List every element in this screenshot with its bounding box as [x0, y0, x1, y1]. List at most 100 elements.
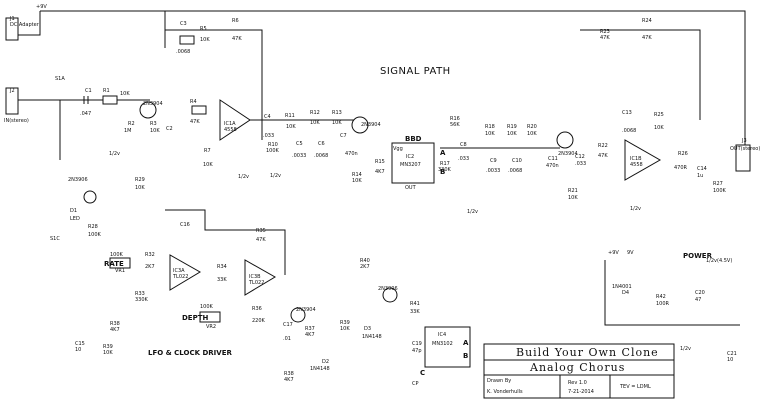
c14-value: 1u	[697, 173, 703, 179]
r37-label: R37	[305, 326, 315, 332]
r16-value: 56K	[450, 122, 460, 128]
lfo-section: RATE 100K VR1 R32 2K7 IC3A TL022 C16 R33…	[75, 209, 286, 356]
r25-label: R25	[654, 112, 664, 118]
lfo-clock-title: LFO & CLOCK DRIVER	[148, 349, 232, 357]
r6-label: R6	[232, 18, 239, 24]
r42-label: R42	[656, 294, 666, 300]
r34-label: R34	[217, 264, 227, 270]
c9-label: C9	[490, 158, 497, 164]
post-filter: C8 .033 R18 10K R19 10K R20 10K C9 .0033…	[440, 18, 652, 215]
ic3a-type: TL022	[172, 274, 188, 280]
c7-value: 470n	[345, 151, 358, 157]
r23-value: 47K	[600, 35, 610, 41]
q1-type: 2N3904	[143, 101, 163, 107]
led-section: 2N3906 D1 LED R28 100K R29 10K	[68, 177, 145, 238]
j1-desc: DC Adapter	[10, 22, 40, 28]
q2-type: 2N3904	[361, 122, 381, 128]
j3-label: J3	[741, 138, 747, 144]
vr2-label: VR2	[206, 324, 216, 330]
r13-value: 10K	[332, 120, 342, 126]
c16-label: C16	[180, 222, 190, 228]
r4-value: 47K	[190, 119, 200, 125]
vr1-label: VR1	[115, 268, 125, 274]
r7-label: R7	[204, 148, 211, 154]
r31-label: R39	[103, 344, 113, 350]
title-block-date: 7-21-2014	[568, 389, 594, 395]
q-clock-type: 2N3904	[296, 307, 316, 313]
ic1b-type: 4558	[630, 162, 643, 168]
r26-label: R26	[678, 151, 688, 157]
node-a-bottom: A	[463, 339, 469, 347]
depth-label: DEPTH	[182, 314, 208, 322]
r19-value: 10K	[507, 131, 517, 137]
c3-value: .0068	[176, 49, 190, 55]
bbd-chip: BBD IC2 MN3207 A B Vgg OUT R16 56K R17 3…	[391, 116, 460, 191]
r17-label: R17	[440, 161, 450, 167]
title-block-drawn-by: K. Vonderhulls	[487, 389, 523, 395]
r16-label: R16	[450, 116, 460, 122]
r3-value: 10K	[150, 128, 160, 134]
r40-value: 2K7	[360, 264, 370, 270]
r12-value: 10K	[310, 120, 320, 126]
r18-value: 10K	[485, 131, 495, 137]
c10-value: .0068	[508, 168, 522, 174]
jack-j1: J1 DC Adapter +9V	[5, 4, 47, 41]
ic1a-type: 4558	[224, 127, 237, 133]
signal-path-title: SIGNAL PATH	[380, 66, 451, 77]
r14-value: 10K	[352, 178, 362, 184]
r10-label: R10	[268, 142, 278, 148]
title-block-rev: Rev 1.0	[568, 380, 587, 386]
c11-value: 470n	[546, 163, 559, 169]
c4-value: .033	[263, 133, 274, 139]
ic4-label: IC4	[438, 332, 446, 338]
j3-desc: OUT(stereo)	[730, 146, 760, 152]
r7-value: 10K	[203, 162, 213, 168]
title-block-tev: TEV = LDML	[619, 384, 651, 390]
r6-value: 47K	[232, 36, 242, 42]
r3-label: R3	[150, 121, 157, 127]
r22-label: R22	[598, 143, 608, 149]
r21-label: R21	[568, 188, 578, 194]
r14-label: R14	[352, 172, 362, 178]
clock-driver: 2N3904 C17 .01 R37 4K7 R38 4K7 D2 1N4148…	[283, 258, 471, 387]
r39b-value: 10K	[340, 326, 350, 332]
c8-value: .033	[458, 156, 469, 162]
d4-label: D4	[622, 290, 629, 296]
c1-label: C1	[85, 88, 92, 94]
r32-label: R32	[145, 252, 155, 258]
r5-label: R5	[200, 26, 207, 32]
vbias-5: 1/2v	[630, 206, 641, 212]
r15-value: 4K7	[375, 169, 385, 175]
r22-value: 47K	[598, 153, 608, 159]
r4-label: R4	[190, 99, 197, 105]
r25-value: 10K	[654, 125, 664, 131]
rate-value: 100K	[110, 252, 124, 258]
c20-label: C20	[695, 290, 705, 296]
node-cp: CP	[412, 381, 419, 387]
r35-label: R35	[256, 228, 266, 234]
vbias-6: 1/2v	[680, 346, 691, 352]
vbias-4: 1/2v	[467, 209, 478, 215]
r29-value: 10K	[135, 185, 145, 191]
r35-value: 47K	[256, 237, 266, 243]
c9-value: .0033	[486, 168, 500, 174]
c17-label: C17	[283, 322, 293, 328]
ic2-type: MN3207	[400, 162, 421, 168]
vbias-1: 1/2v	[109, 151, 120, 157]
bbd-vgg: Vgg	[393, 146, 403, 152]
ic3a-label: IC3A	[173, 268, 185, 274]
title-block-drawn-label: Drawn By	[487, 378, 511, 384]
ic3b-type: TL022	[248, 280, 264, 286]
r28-label: R28	[88, 224, 98, 230]
c13-value: .0068	[622, 128, 636, 134]
c21-label: C21	[727, 351, 737, 357]
s1a-label: S1A	[55, 76, 65, 82]
c5-label: C5	[296, 141, 303, 147]
r2-value: 1M	[124, 128, 132, 134]
c21-value: 10	[727, 357, 733, 363]
c6-label: C6	[318, 141, 325, 147]
r11-value: 10K	[286, 124, 296, 130]
c5-value: .0033	[292, 153, 306, 159]
c19-value: 47p	[412, 348, 422, 354]
